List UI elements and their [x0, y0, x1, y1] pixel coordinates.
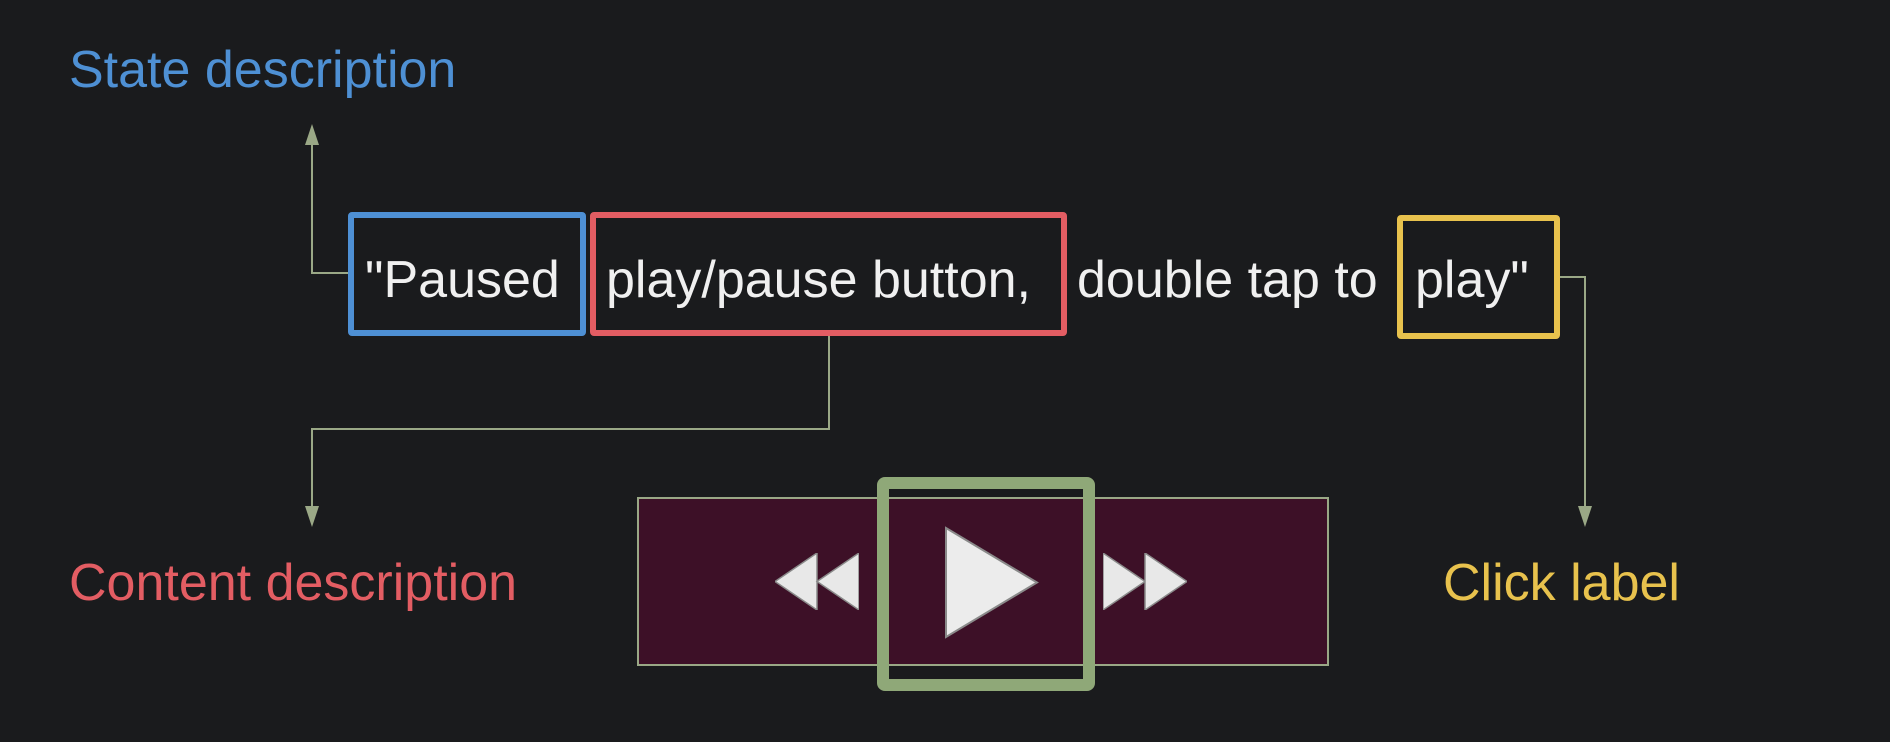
state-arrowhead	[305, 124, 319, 145]
sentence-action-text: double tap to	[1077, 251, 1378, 309]
sentence-content-text: play/pause button,	[606, 251, 1031, 309]
click-connector	[1560, 276, 1586, 514]
state-description-label: State description	[69, 41, 457, 99]
play-button-highlight	[877, 477, 1095, 691]
content-arrowhead	[305, 506, 319, 527]
click-arrowhead	[1578, 506, 1592, 527]
sentence-click-text: play"	[1415, 251, 1529, 309]
content-description-label: Content description	[69, 554, 518, 612]
state-connector	[311, 130, 348, 274]
content-description-box	[590, 212, 1067, 336]
content-connector	[311, 336, 830, 514]
sentence-state-text: "Paused	[365, 251, 560, 309]
click-label-box	[1397, 215, 1560, 339]
fast-forward-icon[interactable]	[1103, 553, 1187, 610]
rewind-icon[interactable]	[775, 553, 859, 610]
play-icon[interactable]	[944, 526, 1039, 639]
click-label: Click label	[1443, 554, 1680, 612]
state-description-box	[348, 212, 586, 336]
